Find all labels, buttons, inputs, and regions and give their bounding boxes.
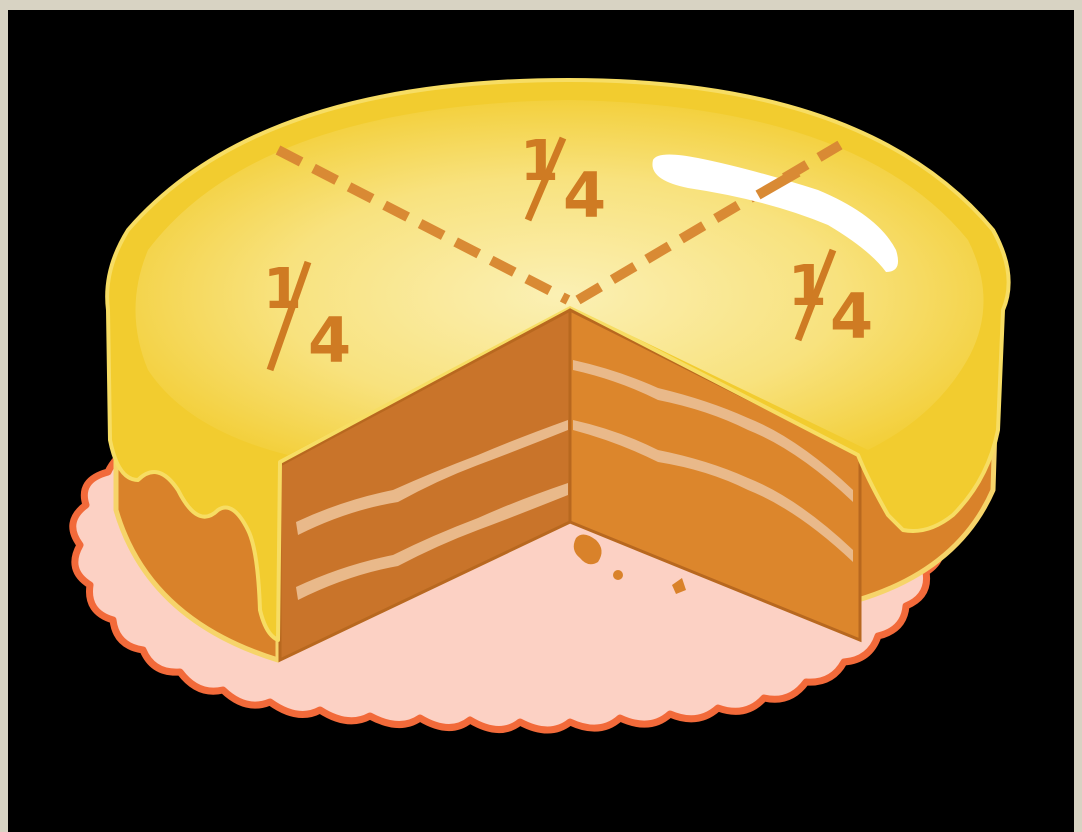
- fraction-right-denominator: 4: [830, 280, 873, 353]
- image-frame: 1 4 1 4 1 4: [8, 10, 1074, 832]
- fraction-left-denominator: 4: [308, 304, 351, 377]
- cake-illustration: 1 4 1 4 1 4: [8, 10, 1074, 832]
- fraction-top-denominator: 4: [563, 159, 606, 232]
- crumb-small-1: [613, 570, 623, 580]
